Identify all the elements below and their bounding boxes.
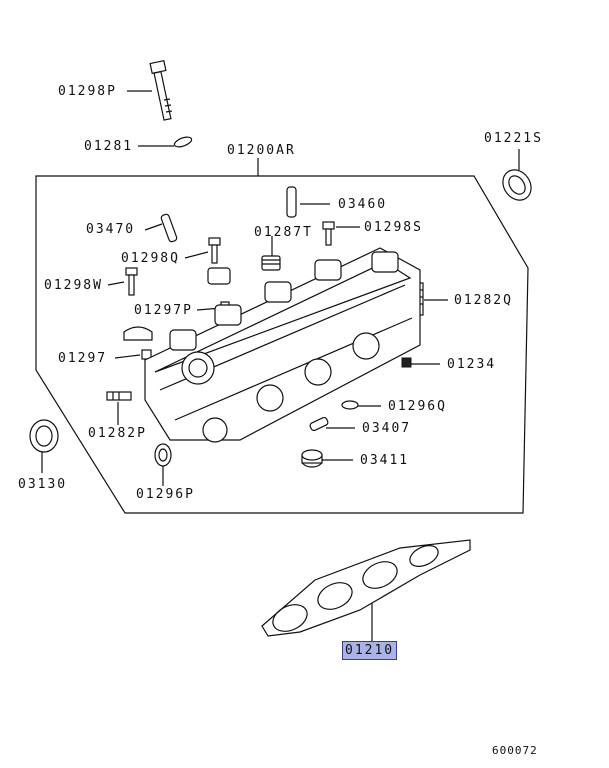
pin-03460	[286, 186, 297, 218]
seal-01296P	[154, 443, 172, 467]
plug-01234	[401, 357, 412, 368]
seal-01221S	[502, 169, 532, 201]
label-01282P[interactable]: 01282P	[88, 426, 147, 441]
label-03130[interactable]: 03130	[18, 477, 68, 492]
label-01297[interactable]: 01297	[58, 351, 108, 366]
pin-03407	[309, 416, 329, 432]
cylinder-head-01200AR	[123, 247, 421, 443]
label-03407[interactable]: 03407	[362, 421, 412, 436]
label-01287T[interactable]: 01287T	[254, 225, 313, 240]
label-03470[interactable]: 03470	[86, 222, 136, 237]
figure-code: 600072	[492, 744, 538, 757]
label-01282Q[interactable]: 01282Q	[454, 293, 513, 308]
label-01200AR[interactable]: 01200AR	[227, 143, 296, 158]
assembly-outline	[35, 175, 529, 514]
label-01297P[interactable]: 01297P	[134, 303, 193, 318]
pin-03470	[160, 213, 178, 243]
label-01210-highlighted[interactable]: 01210	[342, 641, 398, 660]
label-01296Q[interactable]: 01296Q	[388, 399, 447, 414]
label-03411[interactable]: 03411	[360, 453, 410, 468]
label-01298Q[interactable]: 01298Q	[121, 251, 180, 266]
seal-01281	[173, 136, 193, 148]
label-01296P[interactable]: 01296P	[136, 487, 195, 502]
label-01221S[interactable]: 01221S	[484, 131, 543, 146]
bolt-01298Q	[208, 237, 221, 264]
plug-01287T	[261, 255, 281, 271]
label-01234[interactable]: 01234	[447, 357, 497, 372]
seal-01296Q	[341, 400, 359, 410]
leader-lines	[41, 90, 520, 641]
bolt-01298P	[149, 59, 173, 121]
stud-01282P	[106, 391, 132, 401]
seal-03411	[301, 449, 323, 468]
head-gasket-01210	[261, 539, 471, 637]
label-03460[interactable]: 03460	[338, 197, 388, 212]
label-01281[interactable]: 01281	[84, 139, 134, 154]
label-01298S[interactable]: 01298S	[364, 220, 423, 235]
label-01298W[interactable]: 01298W	[44, 278, 103, 293]
bolt-01298W	[125, 267, 138, 296]
seal-03130	[29, 419, 59, 453]
bolt-01298S	[322, 221, 335, 246]
label-01298P[interactable]: 01298P	[58, 84, 117, 99]
